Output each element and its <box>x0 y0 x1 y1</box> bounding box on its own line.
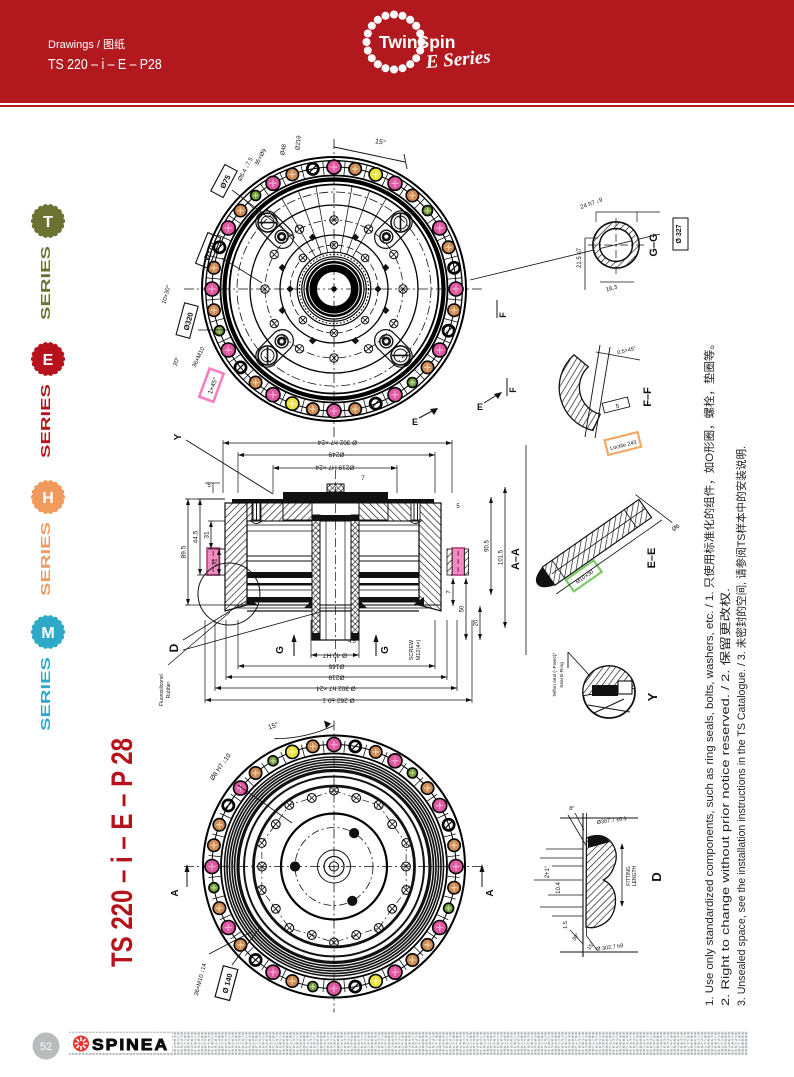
svg-text:101.5: 101.5 <box>499 549 505 565</box>
svg-text:10.4: 10.4 <box>556 882 562 894</box>
svg-text:H: H <box>42 490 54 507</box>
svg-text:4.5: 4.5 <box>348 639 356 645</box>
svg-text:15°: 15° <box>267 720 280 731</box>
svg-text:SCREW: SCREW <box>409 639 415 660</box>
svg-text:D: D <box>649 872 664 881</box>
svg-text:Ø165: Ø165 <box>328 663 344 670</box>
svg-text:F: F <box>508 387 518 393</box>
svg-text:Y: Y <box>645 692 660 701</box>
svg-text:A: A <box>170 889 181 896</box>
svg-text:FITTING: FITTING <box>626 866 632 886</box>
svg-text:F–F: F–F <box>642 387 654 407</box>
svg-text:D: D <box>167 643 181 652</box>
svg-text:E: E <box>43 352 54 369</box>
svg-text:5: 5 <box>207 483 211 489</box>
svg-text:31: 31 <box>212 558 219 566</box>
svg-text:1.5: 1.5 <box>563 921 569 929</box>
svg-text:M: M <box>41 625 54 642</box>
svg-text:Teflon seal (–Freez)/: Teflon seal (–Freez)/ <box>552 652 558 696</box>
svg-text:Ø219: Ø219 <box>295 135 302 151</box>
svg-text:36×M10: 36×M10 <box>192 346 207 369</box>
svg-text:0.5×45°: 0.5×45° <box>617 346 637 356</box>
svg-text:44.5: 44.5 <box>193 530 200 543</box>
svg-text:Ø 302 h7 ×24: Ø 302 h7 ×24 <box>316 685 356 692</box>
svg-text:M12(4×): M12(4×) <box>416 640 422 661</box>
svg-text:Ø 327: Ø 327 <box>676 224 683 243</box>
svg-text:31: 31 <box>204 531 211 539</box>
svg-text:16.3: 16.3 <box>605 284 618 293</box>
svg-text:89.5: 89.5 <box>181 545 188 558</box>
svg-text:90.5: 90.5 <box>485 540 491 552</box>
svg-text:SERIES: SERIES <box>38 383 53 458</box>
svg-text:SERIES: SERIES <box>38 521 53 596</box>
svg-text:Ø 302 h7 ×24: Ø 302 h7 ×24 <box>317 439 357 446</box>
svg-text:8°: 8° <box>569 806 574 812</box>
svg-text:Ø48: Ø48 <box>280 143 288 156</box>
svg-text:Rubber: Rubber <box>166 681 172 698</box>
svg-text:24 h7 ↓9: 24 h7 ↓9 <box>580 197 604 211</box>
svg-text:3. Unsealed space, see the ins: 3. Unsealed space, see the installation … <box>734 446 748 1006</box>
svg-text:Ø75: Ø75 <box>218 173 233 190</box>
svg-text:7: 7 <box>361 476 365 482</box>
svg-text:T: T <box>43 214 53 231</box>
svg-text:Ø249: Ø249 <box>328 451 344 458</box>
svg-text:5: 5 <box>615 404 620 411</box>
svg-text:Ø6.4 ↓7.5: Ø6.4 ↓7.5 <box>237 156 255 182</box>
svg-text:7: 7 <box>447 590 453 594</box>
svg-text:30°: 30° <box>571 932 581 942</box>
svg-text:15°: 15° <box>586 941 596 951</box>
svg-text:Ø307.7 ±0.1: Ø307.7 ±0.1 <box>596 816 627 826</box>
svg-text:Ø 40 H7: Ø 40 H7 <box>323 652 348 659</box>
svg-text:Ø320: Ø320 <box>182 311 195 331</box>
svg-text:2. Right to change without pri: 2. Right to change without prior notice … <box>718 588 732 1006</box>
svg-text:TS 220 – i – E – P 28: TS 220 – i – E – P 28 <box>106 738 139 967</box>
svg-text:Ø 262 ±0.1: Ø 262 ±0.1 <box>322 697 355 704</box>
svg-text:Ø6: Ø6 <box>671 523 682 533</box>
svg-text:Ø219: Ø219 <box>328 674 344 681</box>
svg-text:E–E: E–E <box>646 548 658 569</box>
svg-text:Ø219 H7 ×24: Ø219 H7 ×24 <box>315 464 354 471</box>
svg-text:Ø8 H7 ↓10: Ø8 H7 ↓10 <box>209 752 233 782</box>
svg-text:20: 20 <box>474 619 480 626</box>
svg-text:SPINEA: SPINEA <box>92 1035 169 1053</box>
svg-text:2+1°: 2+1° <box>545 865 551 878</box>
svg-text:Ø 302.7 h8: Ø 302.7 h8 <box>596 943 624 953</box>
svg-text:G–G: G–G <box>648 233 660 256</box>
svg-text:A: A <box>485 889 496 896</box>
svg-text:F: F <box>498 312 508 318</box>
svg-text:SERIES: SERIES <box>38 245 53 320</box>
svg-text:SERIES: SERIES <box>38 656 53 731</box>
svg-text:20°: 20° <box>173 356 182 367</box>
svg-text:A–A: A–A <box>510 548 522 570</box>
svg-text:36×M10 ↓14: 36×M10 ↓14 <box>194 962 209 996</box>
svg-text:E: E <box>412 417 418 427</box>
svg-text:Y: Y <box>173 433 184 440</box>
svg-text:5: 5 <box>456 504 460 510</box>
svg-text:Seal E-Ring: Seal E-Ring <box>559 662 565 688</box>
svg-text:G: G <box>380 646 391 654</box>
svg-text:15°: 15° <box>374 137 386 147</box>
svg-text:50: 50 <box>460 605 466 612</box>
svg-text:36×Ø9: 36×Ø9 <box>254 148 268 167</box>
svg-text:TwinSpin: TwinSpin <box>379 32 455 52</box>
svg-text:Fluorosilicone/: Fluorosilicone/ <box>159 673 165 706</box>
svg-text:52: 52 <box>40 1041 52 1053</box>
svg-text:LENGTH: LENGTH <box>632 865 638 886</box>
svg-text:E: E <box>477 402 483 412</box>
svg-text:1. Use only standardized compo: 1. Use only standardized components, suc… <box>702 338 716 1006</box>
svg-text:21.5 h7: 21.5 h7 <box>577 247 583 268</box>
svg-text:10×30°: 10×30° <box>162 284 173 305</box>
svg-text:G: G <box>275 646 286 654</box>
